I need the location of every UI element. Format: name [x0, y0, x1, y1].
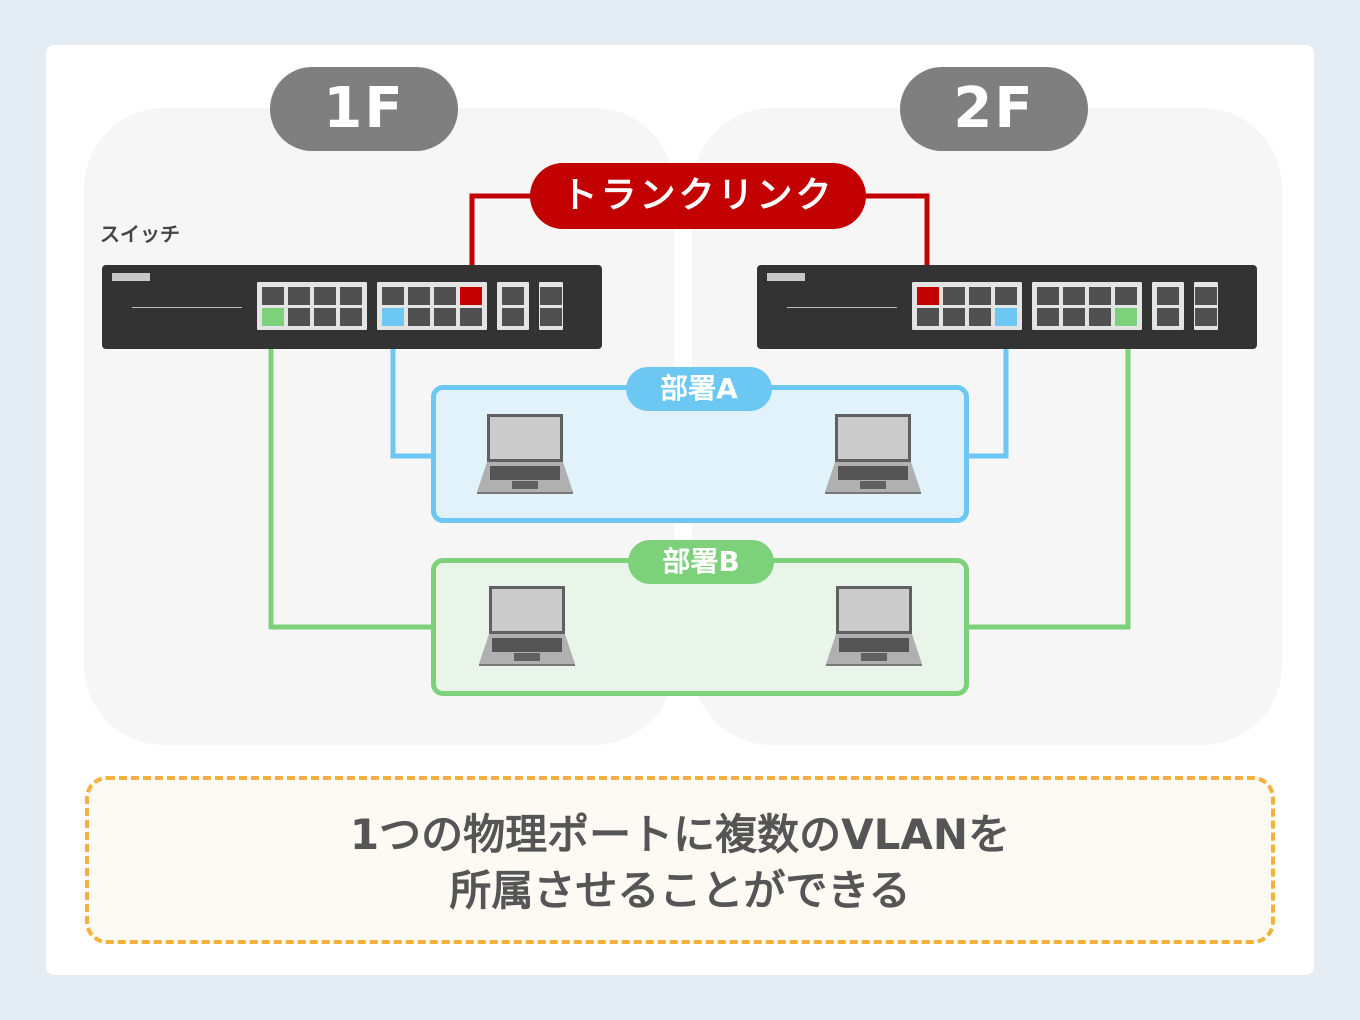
port: [314, 308, 336, 326]
summary-line-2: 所属させることができる: [449, 866, 911, 915]
port: [1195, 287, 1217, 305]
port-vlan-b: [1115, 308, 1137, 326]
port: [460, 308, 482, 326]
switch-tag: [112, 273, 150, 281]
port: [1063, 287, 1085, 305]
port: [434, 287, 456, 305]
floor-2-label: 2F: [900, 67, 1088, 151]
port: [340, 308, 362, 326]
vlan-b-wire-right: [967, 318, 1131, 630]
laptop-icon: [479, 586, 575, 666]
port: [434, 308, 456, 326]
port: [1115, 287, 1137, 305]
port: [1063, 308, 1085, 326]
port-vlan-a: [382, 308, 404, 326]
port: [288, 308, 310, 326]
port: [1157, 308, 1179, 326]
port: [314, 287, 336, 305]
port-group: [497, 282, 529, 330]
vlan-b-wire-left: [268, 318, 433, 630]
port: [408, 287, 430, 305]
port-group: [1152, 282, 1184, 330]
port: [382, 287, 404, 305]
port-group: [539, 282, 563, 330]
port: [1157, 287, 1179, 305]
vlan-a-wire-right: [967, 318, 1009, 459]
switch-line: [787, 307, 897, 308]
port: [288, 287, 310, 305]
floor-1-label: 1F: [270, 67, 458, 151]
port-group: [1194, 282, 1218, 330]
trunk-wire-left: [469, 193, 540, 292]
port: [1037, 308, 1059, 326]
port-group: [912, 282, 1022, 330]
switch-line: [132, 307, 242, 308]
port-group: [1032, 282, 1142, 330]
laptop-icon: [825, 414, 921, 494]
port: [540, 287, 562, 305]
port: [1037, 287, 1059, 305]
port: [917, 308, 939, 326]
port: [1089, 287, 1111, 305]
port: [943, 308, 965, 326]
port-vlan-a: [995, 308, 1017, 326]
vlan-a-label: 部署A: [626, 367, 772, 411]
vlan-a-wire-left: [390, 318, 433, 459]
port: [1089, 308, 1111, 326]
port-group: [377, 282, 487, 330]
summary-line-1: 1つの物理ポートに複数のVLANを: [349, 810, 1011, 859]
port: [969, 287, 991, 305]
port: [262, 287, 284, 305]
port-vlan-b: [262, 308, 284, 326]
port: [502, 287, 524, 305]
switch-caption: スイッチ: [100, 222, 180, 246]
laptop-icon: [826, 586, 922, 666]
laptop-icon: [477, 414, 573, 494]
port: [995, 287, 1017, 305]
network-switch-icon: [757, 265, 1257, 349]
network-switch-icon: [102, 265, 602, 349]
port-trunk: [460, 287, 482, 305]
port: [340, 287, 362, 305]
switch-tag: [767, 273, 805, 281]
vlan-b-label: 部署B: [628, 540, 774, 584]
port: [540, 308, 562, 326]
trunk-wire-right: [860, 193, 930, 292]
port: [969, 308, 991, 326]
port-trunk: [917, 287, 939, 305]
trunk-link-label: トランクリンク: [530, 163, 866, 229]
port: [1195, 308, 1217, 326]
summary-note: 1つの物理ポートに複数のVLANを 所属させることができる: [85, 776, 1275, 944]
port: [943, 287, 965, 305]
port: [408, 308, 430, 326]
port: [502, 308, 524, 326]
port-group: [257, 282, 367, 330]
